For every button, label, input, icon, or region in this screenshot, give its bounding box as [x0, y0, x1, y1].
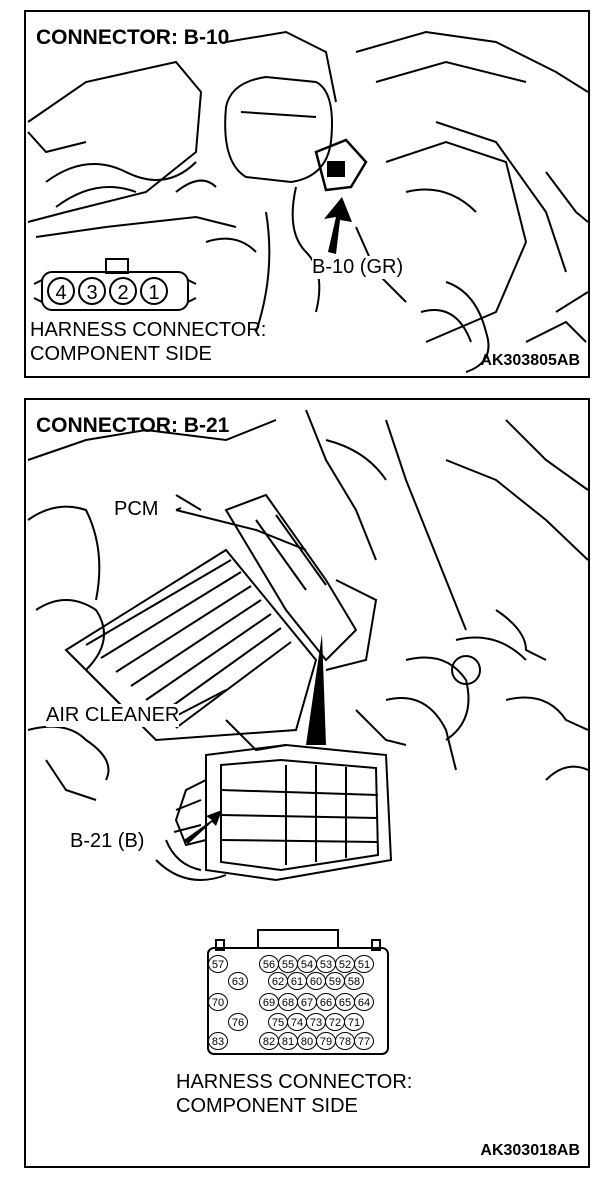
pin-63: 63 [232, 976, 244, 988]
pin-82: 82 [263, 1036, 275, 1048]
pin-circle-77 [354, 1032, 374, 1050]
caption-line2-b10: COMPONENT SIDE [30, 343, 212, 365]
pointer-to-pcm-detail [306, 634, 326, 745]
pin-80: 80 [301, 1036, 313, 1048]
pin-59: 59 [329, 976, 341, 988]
connector-b10-panel: 4 3 2 1 CONNECTOR: B-10 B-10 (GR) HARNES… [24, 10, 590, 378]
pcm-detail-drawing [155, 743, 393, 882]
pin-circle-71 [344, 1013, 364, 1031]
pin-56: 56 [263, 959, 275, 971]
pin-69: 69 [263, 997, 275, 1009]
pin-54: 54 [301, 959, 313, 971]
pointer-arrow-b10 [324, 197, 352, 254]
pin-3: 3 [86, 282, 97, 304]
pin-73: 73 [310, 1017, 322, 1029]
pin-51: 51 [358, 959, 370, 971]
pin-71: 71 [348, 1017, 360, 1029]
pin-57: 57 [212, 959, 224, 971]
pin-81: 81 [282, 1036, 294, 1048]
pin-79: 79 [320, 1036, 332, 1048]
pin-75: 75 [272, 1017, 284, 1029]
pin-67: 67 [301, 997, 313, 1009]
caption-line1-b21: HARNESS CONNECTOR: [176, 1071, 413, 1093]
pin-70: 70 [212, 997, 224, 1009]
air-cleaner-label: AIR CLEANER [46, 704, 180, 727]
pin-1: 1 [148, 282, 159, 304]
pin-53: 53 [320, 959, 332, 971]
caption-line2-b21: COMPONENT SIDE [176, 1095, 358, 1117]
pin-circle-76 [228, 1013, 248, 1031]
pin-66: 66 [320, 997, 332, 1009]
air-cleaner-leader [175, 689, 227, 717]
harness-connector-b21 [207, 929, 389, 1055]
pin-78: 78 [339, 1036, 351, 1048]
harness-connector-b10 [33, 258, 197, 311]
pin-61: 61 [291, 976, 303, 988]
pin-2: 2 [117, 282, 128, 304]
pin-circle-57 [208, 955, 228, 973]
figure-code-b10: AK303805AB [480, 352, 580, 369]
connector-callout-b10: B-10 (GR) [312, 256, 404, 279]
pcm-label: PCM [114, 498, 159, 520]
pointer-arrow-b21 [184, 810, 222, 844]
pin-72: 72 [329, 1017, 341, 1029]
connector-callout-b21: B-21 (B) [70, 830, 145, 852]
connector-b21-panel: 57 56 55 54 53 52 51 63 62 61 60 59 58 70 69 68 67 66 65 64… [24, 398, 590, 1168]
pin-74: 74 [291, 1017, 303, 1029]
pin-64: 64 [358, 997, 370, 1009]
panel-title-b21: CONNECTOR: B-21 [36, 414, 230, 437]
pin-circle-83 [208, 1032, 228, 1050]
pin-83: 83 [212, 1036, 224, 1048]
pin-76: 76 [232, 1017, 244, 1029]
pin-65: 65 [339, 997, 351, 1009]
pin-58: 58 [348, 976, 360, 988]
pin-60: 60 [310, 976, 322, 988]
pin-68: 68 [282, 997, 294, 1009]
pin-4: 4 [55, 282, 66, 304]
pin-77: 77 [358, 1036, 370, 1048]
pin-circle-70 [208, 993, 228, 1011]
caption-line1-b10: HARNESS CONNECTOR: [30, 319, 267, 341]
pin-circle-58 [344, 972, 364, 990]
pin-circle-63 [228, 972, 248, 990]
engine-bay-illustration-b10: 4 3 2 1 [27, 30, 588, 373]
pin-62: 62 [272, 976, 284, 988]
pin-55: 55 [282, 959, 294, 971]
pin-circle-64 [354, 993, 374, 1011]
pin-circle-51 [354, 955, 374, 973]
engine-bay-illustration-b21: 57 56 55 54 53 52 51 63 62 61 60 59 58 70 69 68 67 66 65 64… [27, 409, 588, 1055]
panel-title-b10: CONNECTOR: B-10 [36, 26, 230, 49]
pin-52: 52 [339, 959, 351, 971]
figure-code-b21: AK303018AB [480, 1142, 580, 1159]
